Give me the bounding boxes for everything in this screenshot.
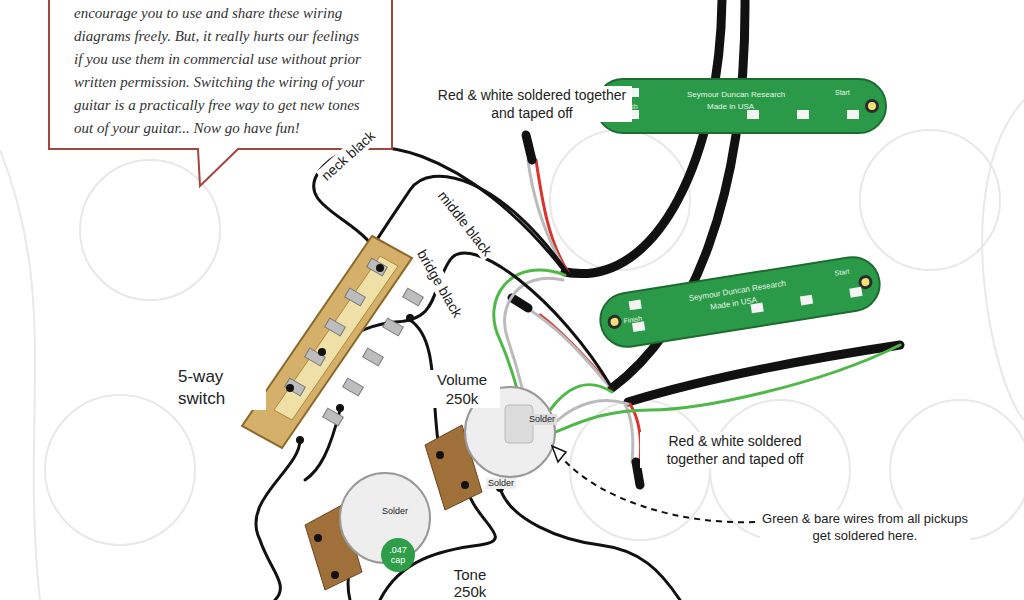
note-text: encourage you to use and share these wir… (74, 2, 371, 140)
maker-text: Seymour Duncan Research (687, 90, 785, 99)
wire-note: Red & white soldered together and taped … (640, 432, 830, 468)
speech-bubble: encourage you to use and share these wir… (48, 0, 393, 150)
wire-note: Red & white soldered together and taped … (432, 86, 632, 122)
solder-pad (747, 110, 759, 119)
solder-pad (800, 295, 813, 306)
solder-mark: Solder (527, 414, 557, 425)
solder-pad (849, 287, 862, 298)
solder-mark: Solder (380, 506, 410, 517)
solder-mark: Solder (486, 478, 516, 489)
mounting-hole (607, 314, 623, 330)
part-name: Volume 250k (424, 370, 500, 408)
taped-wires-right (625, 404, 641, 485)
taped-wires-middle (512, 298, 612, 388)
pickup-cables (565, 0, 900, 402)
lead-label: Start (834, 267, 850, 278)
part-name: 5-way switch (176, 366, 266, 410)
solder-pad (629, 300, 642, 311)
lead-label: Start (835, 88, 850, 97)
wire-name: middle black (433, 185, 498, 261)
origin-text: Made in USA (707, 102, 754, 111)
solder-note: Green & bare wires from all pickups get … (760, 510, 970, 544)
five-way-switch (242, 236, 423, 448)
part-name: Tone 250k (440, 566, 500, 600)
solder-pad (797, 110, 809, 119)
pickup-board: Seymour Duncan ResearchMade in USAFinish… (595, 78, 887, 134)
mounting-hole (865, 99, 879, 113)
capacitor: .047 cap (381, 538, 415, 572)
pickup-board: Seymour Duncan ResearchMade in USAFinish… (595, 252, 884, 352)
tone-pot (305, 473, 430, 590)
control-wires (256, 320, 680, 600)
solder-pad (847, 110, 859, 119)
guitar-body-outline (0, 100, 1024, 600)
capacitor-value: .047 cap (385, 545, 411, 565)
wire-name: bridge black (412, 245, 467, 323)
